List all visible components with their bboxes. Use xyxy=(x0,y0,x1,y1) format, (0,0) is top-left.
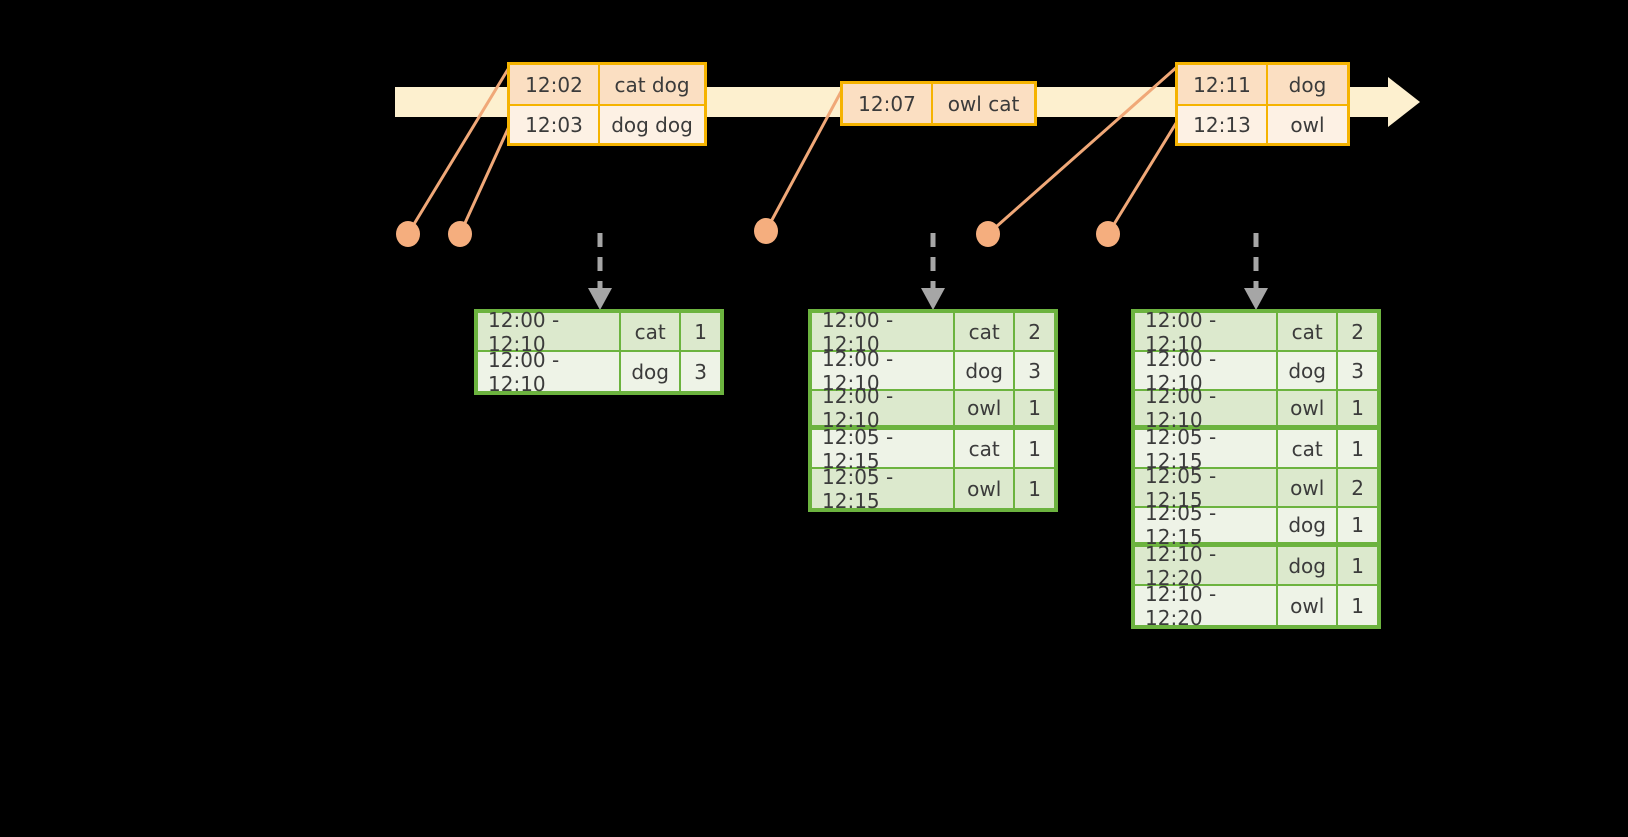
connector-line-2 xyxy=(458,119,514,235)
event-time: 12:07 xyxy=(858,91,916,116)
cell-word: dog xyxy=(1276,547,1336,584)
event-row: 12:13 owl xyxy=(1178,104,1347,143)
cell-word: owl xyxy=(953,391,1013,425)
cell-word: cat xyxy=(953,313,1013,350)
cell-word: owl xyxy=(1276,469,1336,506)
cell-count: 2 xyxy=(1336,313,1377,350)
cell-count: 1 xyxy=(1013,430,1054,467)
cell-word: cat xyxy=(1276,313,1336,350)
cell-count: 2 xyxy=(1336,469,1377,506)
cell-count: 1 xyxy=(1336,508,1377,542)
cell-count: 1 xyxy=(1336,391,1377,425)
event-value: owl cat xyxy=(931,84,1034,123)
cell-word: owl xyxy=(1276,586,1336,625)
cell-window: 12:05 - 12:15 xyxy=(822,464,894,513)
event-value: dog xyxy=(1266,65,1347,104)
event-marker-3-icon xyxy=(754,218,778,244)
cell-window: 12:00 - 12:10 xyxy=(488,347,560,396)
event-marker-4-icon xyxy=(976,221,1000,247)
event-marker-5-icon xyxy=(1096,221,1120,247)
cell-count: 1 xyxy=(1336,430,1377,467)
event-value: cat dog xyxy=(598,65,704,104)
cell-count: 3 xyxy=(679,352,720,391)
cell-word: cat xyxy=(1276,430,1336,467)
event-time: 12:02 xyxy=(525,72,583,97)
event-time: 12:11 xyxy=(1193,72,1251,97)
cell-count: 3 xyxy=(1013,352,1054,389)
cell-window: 12:05 - 12:15 xyxy=(1145,463,1217,512)
cell-count: 2 xyxy=(1013,313,1054,350)
cell-word: owl xyxy=(1276,391,1336,425)
event-time: 12:03 xyxy=(525,112,583,137)
event-marker-2-icon xyxy=(448,221,472,247)
cell-count: 1 xyxy=(679,313,720,350)
event-row: 12:03 dog dog xyxy=(510,104,704,143)
cell-word: owl xyxy=(953,469,1013,508)
dashed-arrows xyxy=(597,233,1259,288)
cell-count: 1 xyxy=(1013,391,1054,425)
connector-line-5 xyxy=(1106,119,1180,235)
event-value: dog dog xyxy=(598,106,704,143)
cell-window: 12:05 - 12:15 xyxy=(1145,501,1217,549)
event-marker-1-icon xyxy=(396,221,420,247)
event-time: 12:13 xyxy=(1193,112,1251,137)
cell-window: 12:00 - 12:10 xyxy=(1145,307,1217,356)
cell-window: 12:05 - 12:15 xyxy=(1145,424,1217,473)
event-box-1[interactable]: 12:02 cat dog 12:03 dog dog xyxy=(507,62,707,146)
cell-count: 1 xyxy=(1336,586,1377,625)
cell-count: 1 xyxy=(1013,469,1054,508)
marker-dots xyxy=(396,218,1120,247)
cell-word: dog xyxy=(953,352,1013,389)
event-box-2[interactable]: 12:07 owl cat xyxy=(840,81,1037,126)
cell-word: cat xyxy=(619,313,679,350)
cell-word: dog xyxy=(1276,508,1336,542)
cell-window: 12:10 - 12:20 xyxy=(1145,581,1217,630)
cell-window: 12:00 - 12:10 xyxy=(488,307,560,356)
event-row: 12:07 owl cat xyxy=(843,84,1034,123)
timeline-arrow-icon xyxy=(1388,77,1420,127)
cell-window: 12:00 - 12:10 xyxy=(1145,384,1217,432)
event-row: 12:02 cat dog xyxy=(510,65,704,104)
event-row: 12:11 dog xyxy=(1178,65,1347,104)
cell-window: 12:05 - 12:15 xyxy=(822,424,894,473)
event-value: owl xyxy=(1266,106,1347,143)
event-box-3[interactable]: 12:11 dog 12:13 owl xyxy=(1175,62,1350,146)
cell-count: 1 xyxy=(1336,547,1377,584)
cell-window: 12:00 - 12:10 xyxy=(822,384,894,432)
cell-count: 3 xyxy=(1336,352,1377,389)
cell-word: cat xyxy=(953,430,1013,467)
cell-word: dog xyxy=(619,352,679,391)
cell-window: 12:00 - 12:10 xyxy=(822,307,894,356)
cell-window: 12:10 - 12:20 xyxy=(1145,541,1217,590)
cell-word: dog xyxy=(1276,352,1336,389)
